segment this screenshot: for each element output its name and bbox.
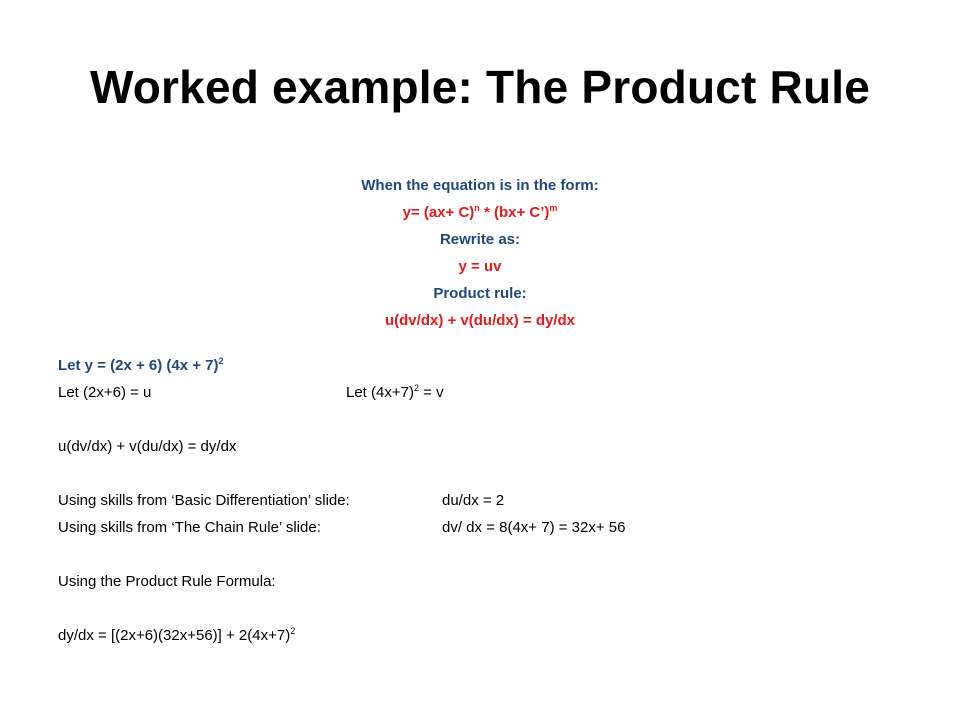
equation-form-part2: * (bx+ C’) xyxy=(479,204,550,221)
spacer xyxy=(58,541,938,568)
let-v-tail: = v xyxy=(418,384,444,401)
let-v: Let (4x+7)2 = v xyxy=(346,379,444,406)
spacer xyxy=(58,460,938,487)
dv-dx-value: dv/ dx = 8(4x+ 7) = 32x+ 56 xyxy=(442,519,626,536)
product-rule-restated: u(dv/dx) + v(du/dx) = dy/dx xyxy=(58,438,237,455)
skills-basic-line: Using skills from ‘Basic Differentiation… xyxy=(58,487,938,514)
equation-form-part1: y= (ax+ C) xyxy=(402,204,475,221)
spacer xyxy=(58,406,938,433)
final-result-exponent: 2 xyxy=(290,626,296,636)
equation-form-exponent-m: m xyxy=(549,203,558,213)
product-rule-summary: When the equation is in the form: y= (ax… xyxy=(0,172,960,334)
equation-form: y= (ax+ C)n * (bx+ C’)m xyxy=(0,199,960,226)
skills-chain-line: Using skills from ‘The Chain Rule’ slide… xyxy=(58,514,938,541)
let-v-exponent: 2 xyxy=(413,383,419,393)
let-u-text: Let (2x+6) = u xyxy=(58,384,152,401)
skills-basic-label: Using skills from ‘Basic Differentiation… xyxy=(58,492,350,509)
rewrite-equation: y = uv xyxy=(458,258,502,275)
equation-form-exponent-n: n xyxy=(474,203,480,213)
let-y-line: Let y = (2x + 6) (4x + 7)2 xyxy=(58,352,938,379)
final-result: dy/dx = [(2x+6)(32x+56)] + 2(4x+7)2 xyxy=(58,622,938,649)
slide-title: Worked example: The Product Rule xyxy=(89,61,871,113)
rewrite-label: Rewrite as: xyxy=(439,231,521,248)
let-y-exponent: 2 xyxy=(218,356,224,366)
du-dx-value: du/dx = 2 xyxy=(442,492,505,509)
form-intro-text: When the equation is in the form: xyxy=(361,177,599,194)
product-rule-formula: u(dv/dx) + v(du/dx) = dy/dx xyxy=(384,312,576,329)
let-y-text: Let y = (2x + 6) (4x + 7) xyxy=(58,357,219,374)
final-result-base: dy/dx = [(2x+6)(32x+56)] + 2(4x+7) xyxy=(58,627,291,644)
substitution-line: Let (2x+6) = u Let (4x+7)2 = v xyxy=(58,379,938,406)
skills-chain-label: Using skills from ‘The Chain Rule’ slide… xyxy=(58,519,321,536)
formula-heading: Using the Product Rule Formula: xyxy=(58,573,276,590)
product-rule-label: Product rule: xyxy=(433,285,527,302)
worked-solution: Let y = (2x + 6) (4x + 7)2 Let (2x+6) = … xyxy=(58,352,938,649)
let-v-base: Let (4x+7) xyxy=(346,384,414,401)
spacer xyxy=(58,595,938,622)
